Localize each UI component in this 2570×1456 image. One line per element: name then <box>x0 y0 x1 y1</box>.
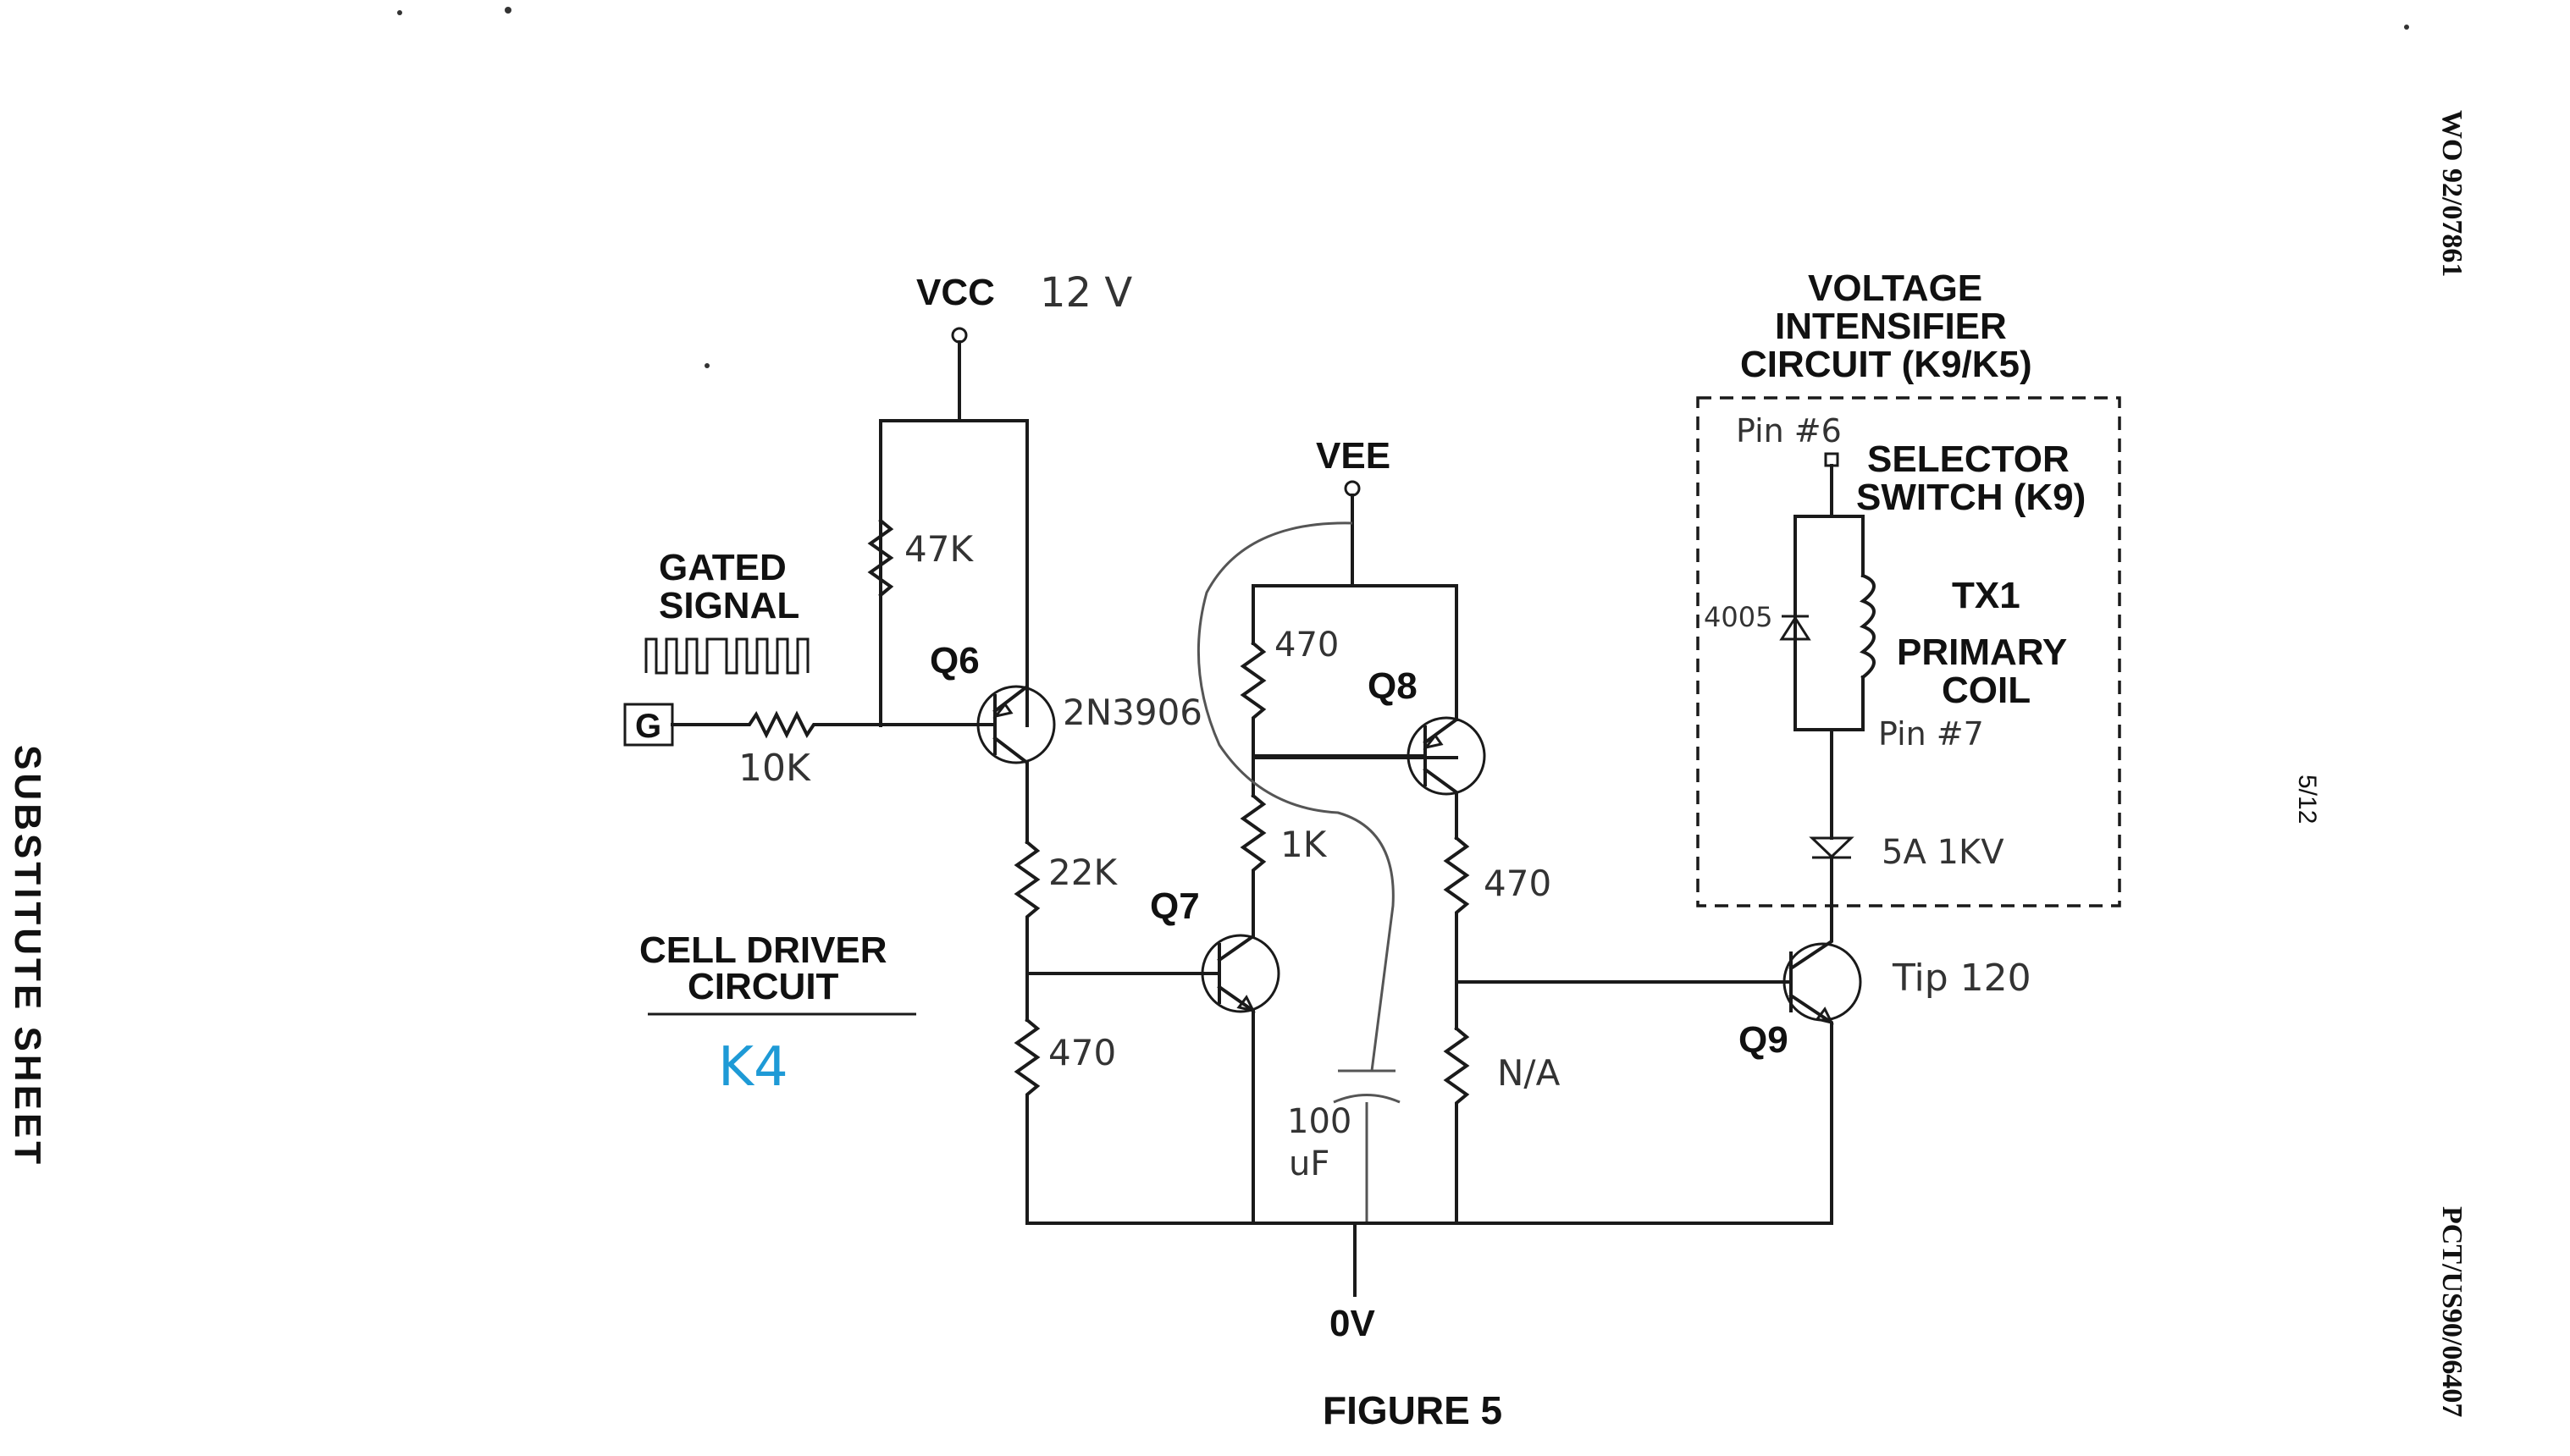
resistor-47k-label: 47K <box>904 528 974 570</box>
q9-part-number: Tip 120 <box>1892 957 2031 1000</box>
q6-label: Q6 <box>930 640 980 681</box>
q6-part-number: 2N3906 <box>1063 692 1202 733</box>
primary-coil <box>1859 573 1876 680</box>
selector-switch-label-2: SWITCH (K9) <box>1856 477 2086 518</box>
input-resistor-10k <box>671 710 988 739</box>
diode-4005-label: 4005 <box>1704 601 1772 633</box>
pin7-label: Pin #7 <box>1878 715 1984 753</box>
resistor-1k <box>1240 793 1267 933</box>
intensifier-title-1: VOLTAGE <box>1808 267 1982 309</box>
vee-label: VEE <box>1316 435 1390 477</box>
resistor-470-q6-label: 470 <box>1048 1032 1116 1073</box>
diode-5a-1kv-label: 5A 1KV <box>1882 833 2004 872</box>
intensifier-title-3: CIRCUIT (K9/K5) <box>1740 344 2032 385</box>
scan-speck <box>2404 25 2409 30</box>
resistor-470-q8 <box>1443 836 1470 1030</box>
q9-label: Q9 <box>1738 1019 1788 1061</box>
intensifier-boundary <box>1696 396 2121 907</box>
resistor-22k <box>1014 840 1041 975</box>
transistor-q6 <box>976 650 1056 797</box>
cell-driver-title-2: CIRCUIT <box>688 966 839 1007</box>
substitute-sheet-label: SUBSTITUTE SHEET <box>7 745 48 1167</box>
gated-signal-label-1: GATED <box>659 547 787 588</box>
application-number: PCT/US90/06407 <box>2436 1206 2468 1417</box>
scan-speck <box>505 7 511 14</box>
resistor-47k <box>867 518 894 598</box>
resistor-na-label: N/A <box>1497 1052 1561 1094</box>
transistor-q7 <box>1201 929 1280 1225</box>
handwritten-k4: K4 <box>718 1036 788 1099</box>
resistor-470-q8-label: 470 <box>1484 863 1551 904</box>
resistor-470-q6 <box>1014 1018 1041 1225</box>
scan-speck <box>397 10 402 15</box>
vcc-terminal <box>951 327 968 344</box>
resistor-1k-label: 1K <box>1280 824 1328 865</box>
figure-caption: FIGURE 5 <box>1323 1388 1502 1432</box>
q7-label: Q7 <box>1150 885 1200 927</box>
capacitor-value-1: 100 <box>1287 1102 1351 1141</box>
capacitor-value-2: uF <box>1289 1144 1329 1183</box>
pin6-label: Pin #6 <box>1736 412 1842 449</box>
ground-bus <box>1025 1222 1833 1297</box>
cell-driver-title-1: CELL DRIVER <box>639 929 887 971</box>
diode-4005 <box>1779 615 1811 641</box>
input-resistor-label: 10K <box>738 747 811 790</box>
coil-label-2: PRIMARY <box>1897 631 2067 673</box>
vee-terminal <box>1344 480 1361 497</box>
gated-signal-label-2: SIGNAL <box>659 585 799 626</box>
resistor-22k-label: 22K <box>1048 852 1118 893</box>
pulse-train-icon <box>644 637 810 675</box>
coil-label-3: COIL <box>1942 670 2031 711</box>
page-number: 5/12 <box>2293 775 2321 824</box>
resistor-na <box>1443 1026 1470 1225</box>
selector-switch-terminal <box>1824 452 1839 467</box>
pencil-jumper-wire <box>1197 521 1395 1072</box>
selector-switch-label-1: SELECTOR <box>1867 438 2070 480</box>
vcc-voltage-hand: 12 V <box>1040 269 1132 317</box>
resistor-470-q7-label: 470 <box>1274 626 1339 665</box>
resistor-470-q7 <box>1240 641 1267 759</box>
gated-input-terminal-label: G <box>635 708 661 745</box>
q8-label: Q8 <box>1368 665 1418 707</box>
transistor-q8 <box>1252 716 1486 840</box>
capacitor-100uf <box>1333 1069 1401 1223</box>
intensifier-title-2: INTENSIFIER <box>1775 306 2007 347</box>
scan-speck <box>705 363 710 368</box>
publication-number: WO 92/07861 <box>2436 110 2468 277</box>
diode-5a-1kv <box>1809 836 1854 859</box>
coil-label-1: TX1 <box>1952 575 2020 616</box>
transistor-q9 <box>1782 896 1862 1225</box>
ground-label: 0V <box>1329 1303 1375 1344</box>
vcc-label: VCC <box>916 272 995 313</box>
